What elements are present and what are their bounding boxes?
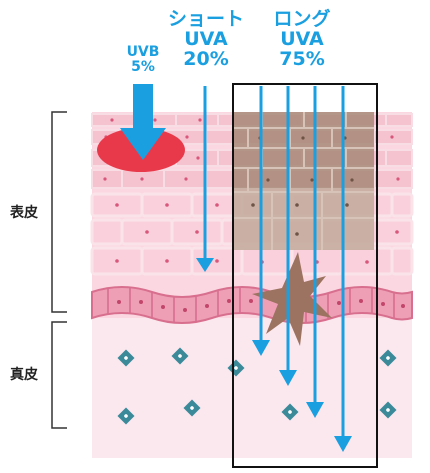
long-uva-name: UVA [280,27,324,50]
uvb-label: UVB 5% [119,45,167,74]
short-uva-name: UVA [184,27,228,50]
cell-nuclei [103,118,400,264]
melanocyte [252,252,332,346]
epidermis-bracket [51,111,67,313]
short-uva-arrowhead [196,258,214,272]
basal-cell-dividers [107,287,395,323]
uvb-name: UVB [126,44,160,60]
melanin-tanned-zone [234,112,374,250]
long-uva-frame [232,83,378,468]
long-uva-label: ロング UVA 75% [260,8,344,70]
basal-layer [91,286,413,324]
dermis-bracket [51,321,67,429]
dermis-label: 真皮 [10,367,38,383]
uvb-percent: 5% [131,58,155,75]
short-uva-label: ショート UVA 20% [160,8,252,70]
long-uva-arrows [252,86,352,452]
uvb-arrow [120,84,166,160]
long-uva-kana: ロング [273,8,331,30]
short-uva-percent: 20% [183,47,229,70]
basal-nuclei [117,299,405,312]
long-uva-percent: 75% [279,47,325,70]
short-uva-kana: ショート [167,8,244,30]
dermis-layer [92,318,412,458]
epidermis-label: 表皮 [10,205,38,221]
